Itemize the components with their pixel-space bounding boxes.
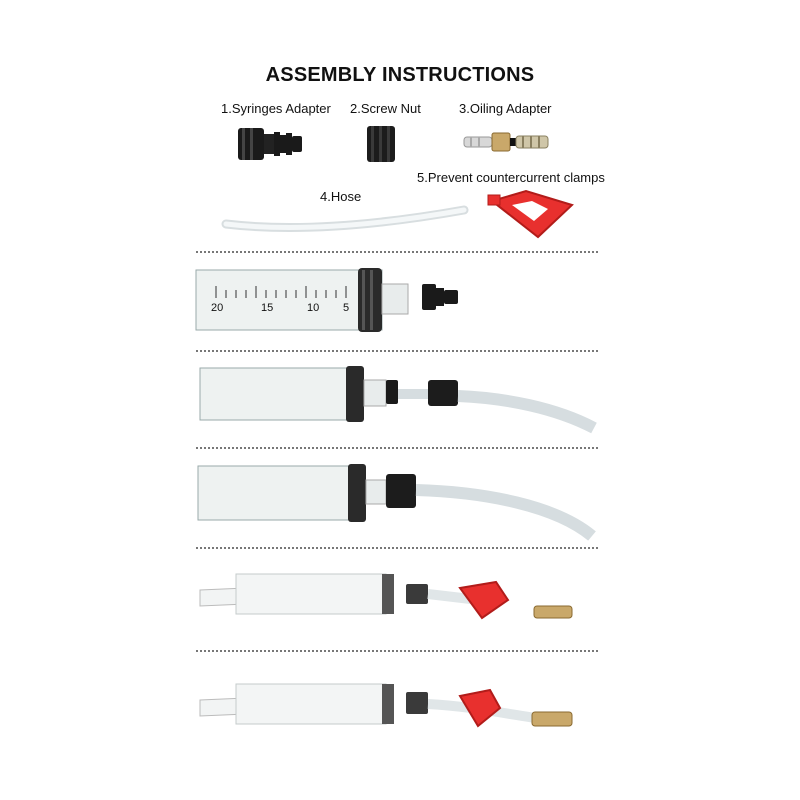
divider-2 [196, 350, 598, 352]
step-1-scale-20: 20 [211, 302, 224, 314]
step-1-scale-5: 5 [343, 302, 350, 314]
part-label-oiling-adapter: 3.Oiling Adapter [459, 101, 552, 116]
step-4-image [196, 560, 600, 640]
part-label-clamps: 5.Prevent countercurrent clamps [417, 170, 605, 185]
step-3-image [196, 458, 600, 544]
clamp-image [486, 187, 578, 243]
step-2-image [196, 358, 600, 442]
hose-image [221, 204, 469, 234]
divider-4 [196, 547, 598, 549]
divider-3 [196, 447, 598, 449]
screw-nut-image [366, 124, 396, 164]
step-1-scale-10: 10 [307, 302, 320, 314]
page-title: ASSEMBLY INSTRUCTIONS [265, 64, 535, 86]
step-1-image [195, 262, 600, 342]
step-5-image [196, 664, 600, 750]
part-label-screw-nut: 2.Screw Nut [350, 101, 421, 116]
divider-5 [196, 650, 598, 652]
oiling-adapter-image [463, 128, 552, 156]
syringes-adapter-image [236, 124, 308, 164]
part-label-syringes-adapter: 1.Syringes Adapter [221, 101, 331, 116]
step-1-scale-15: 15 [261, 302, 274, 314]
divider-1 [196, 251, 598, 253]
part-label-hose: 4.Hose [320, 189, 362, 204]
